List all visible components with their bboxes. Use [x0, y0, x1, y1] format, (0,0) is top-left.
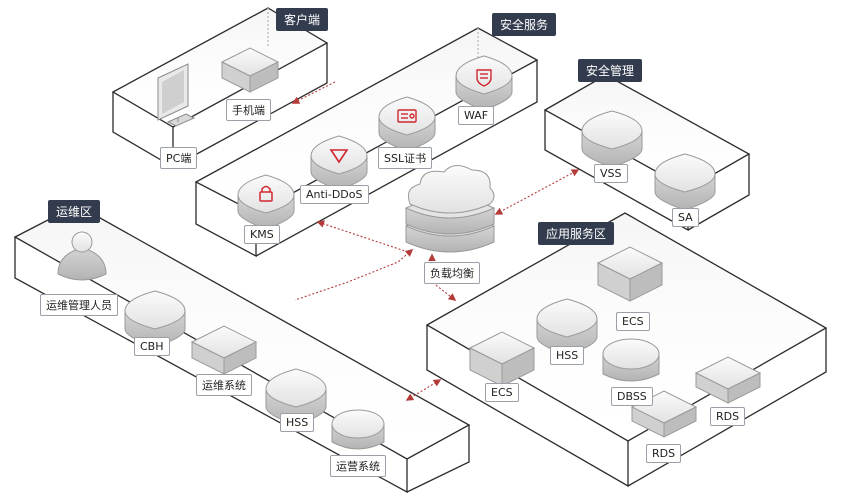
- label-mobile: 手机端: [226, 99, 271, 121]
- load-balancer-cloud: [404, 165, 496, 253]
- ecs-top-box: [596, 246, 664, 302]
- security-management-platform: [543, 74, 751, 232]
- shield-waf-icon: [476, 69, 492, 87]
- link-lb-to-vss: [494, 169, 580, 215]
- rds-right-box: [694, 356, 762, 404]
- label-ops-system: 运维系统: [196, 374, 252, 396]
- label-ops-staff: 运维管理人员: [40, 294, 118, 316]
- zone-tag-client: 客户端: [276, 8, 329, 31]
- label-anti-ddos: Anti-DDoS: [300, 185, 369, 204]
- label-rds-bottom: RDS: [646, 444, 682, 463]
- label-lb: 负载均衡: [424, 262, 480, 284]
- label-kms: KMS: [244, 225, 280, 244]
- sa-shield: [654, 153, 716, 211]
- kms-shield: [237, 174, 295, 230]
- ops-staff-person: [57, 231, 107, 281]
- ssl-shield: [378, 96, 436, 152]
- label-hss-ops: HSS: [280, 413, 315, 432]
- label-operation-system: 运营系统: [330, 455, 386, 477]
- link-waf-to-mobile: [291, 81, 336, 104]
- mobile-device: [220, 47, 280, 93]
- zone-tag-ops: 运维区: [48, 200, 101, 223]
- label-pc: PC端: [160, 147, 198, 169]
- label-ecs-left: ECS: [485, 383, 519, 402]
- ops-system-box: [190, 325, 258, 375]
- label-cbh: CBH: [134, 337, 170, 356]
- label-dbss: DBSS: [611, 387, 653, 406]
- label-ssl: SSL证书: [378, 147, 433, 169]
- operation-system-cylinder: [331, 409, 385, 450]
- anti-ddos-shield: [310, 135, 368, 191]
- certificate-icon: [397, 109, 417, 123]
- link-lb-down-left: [294, 248, 414, 301]
- zone-tag-security-management: 安全管理: [578, 59, 643, 82]
- label-rds-right: RDS: [710, 407, 746, 426]
- waf-shield: [455, 55, 513, 111]
- zone-tag-security-service: 安全服务: [492, 13, 557, 36]
- label-sa: SA: [672, 208, 699, 227]
- ecs-left-box: [468, 331, 536, 387]
- lock-icon: [259, 185, 273, 202]
- label-vss: VSS: [594, 164, 628, 183]
- security-service-platform: [194, 27, 539, 258]
- link-ops-to-app: [405, 379, 442, 401]
- link-lb-to-kms: [316, 220, 409, 253]
- zone-tag-app-service: 应用服务区: [538, 222, 615, 245]
- label-waf: WAF: [458, 106, 495, 125]
- label-hss-app: HSS: [550, 346, 585, 365]
- dbss-cylinder: [602, 338, 660, 382]
- triangle-shield-icon: [329, 149, 349, 164]
- pc-monitor: [157, 63, 196, 127]
- label-ecs-top: ECS: [616, 312, 650, 331]
- vss-shield: [581, 110, 643, 168]
